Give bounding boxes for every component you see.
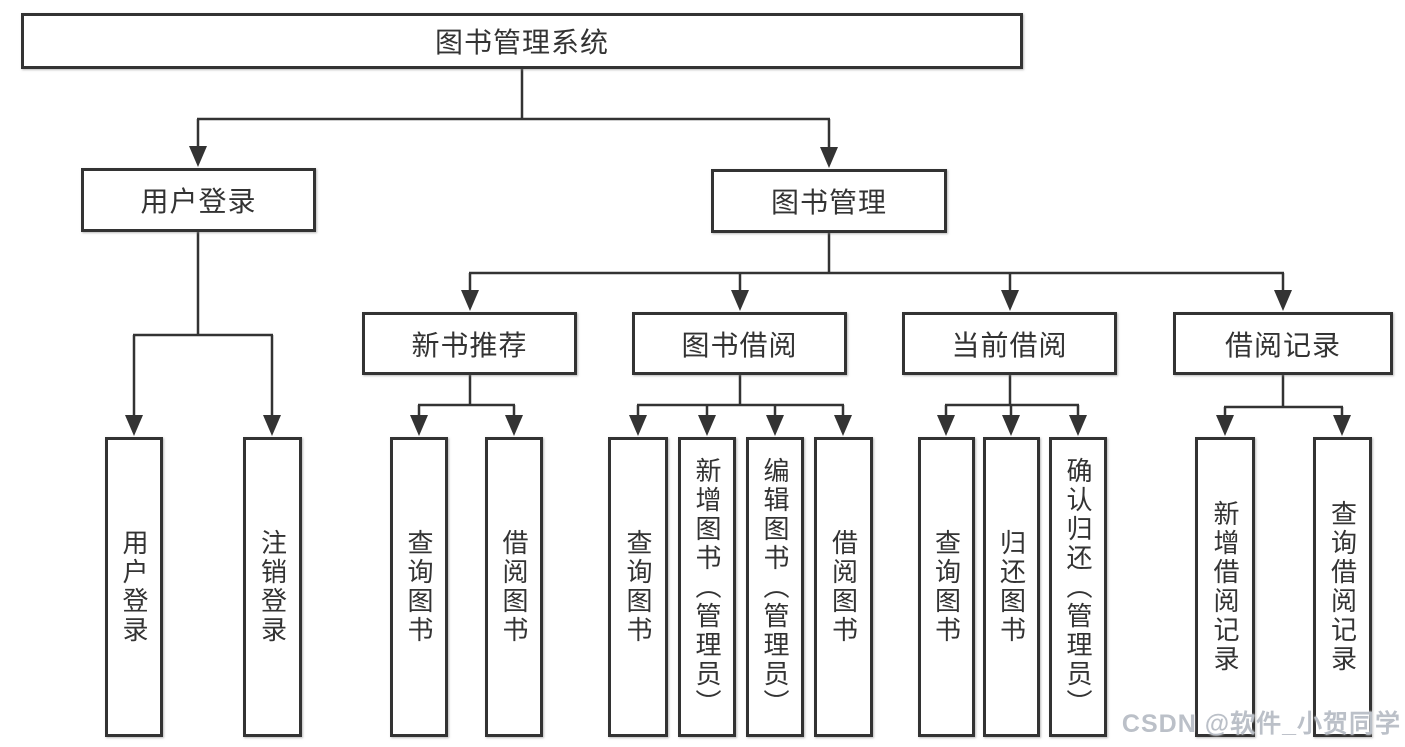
leaf-add-borrow-record-label: 新增借阅记录 bbox=[1210, 500, 1240, 674]
node-user-login: 用户登录 bbox=[81, 168, 316, 232]
leaf-add-borrow-record: 新增借阅记录 bbox=[1195, 437, 1255, 737]
leaf-query-books-borrow-label: 查询图书 bbox=[623, 529, 653, 645]
leaf-add-books-admin: 新增图书（管理员） bbox=[678, 437, 736, 737]
leaf-confirm-return-admin: 确认归还（管理员） bbox=[1049, 437, 1107, 737]
leaf-edit-books-admin: 编辑图书（管理员） bbox=[746, 437, 804, 737]
node-new-book-recommend: 新书推荐 bbox=[362, 312, 577, 375]
leaf-edit-books-admin-label: 编辑图书（管理员） bbox=[760, 456, 790, 718]
leaf-query-books-borrow: 查询图书 bbox=[608, 437, 668, 737]
leaf-query-borrow-record: 查询借阅记录 bbox=[1313, 437, 1372, 737]
leaf-return-books-label: 归还图书 bbox=[996, 529, 1027, 645]
leaf-query-borrow-record-label: 查询借阅记录 bbox=[1327, 500, 1358, 674]
leaf-user-login: 用户登录 bbox=[105, 437, 163, 737]
leaf-logout: 注销登录 bbox=[243, 437, 302, 737]
node-borrow-records: 借阅记录 bbox=[1173, 312, 1393, 375]
leaf-borrow-books: 借阅图书 bbox=[814, 437, 873, 737]
leaf-borrow-books-label: 借阅图书 bbox=[828, 529, 859, 645]
leaf-confirm-return-admin-label: 确认归还（管理员） bbox=[1063, 456, 1093, 718]
watermark: CSDN @软件_小贺同学 bbox=[1121, 710, 1401, 738]
connector-arrowheads bbox=[125, 146, 1351, 436]
leaf-borrow-books-recommend-label: 借阅图书 bbox=[499, 529, 529, 645]
node-current-borrow: 当前借阅 bbox=[902, 312, 1117, 375]
leaf-return-books: 归还图书 bbox=[983, 437, 1040, 737]
node-book-borrow: 图书借阅 bbox=[632, 312, 847, 375]
node-library-system: 图书管理系统 bbox=[21, 13, 1023, 69]
leaf-user-login-label: 用户登录 bbox=[119, 529, 149, 645]
leaf-logout-label: 注销登录 bbox=[257, 529, 288, 645]
leaf-query-books-recommend-label: 查询图书 bbox=[404, 529, 434, 645]
node-book-management: 图书管理 bbox=[711, 169, 947, 233]
leaf-query-books-current-label: 查询图书 bbox=[931, 529, 962, 645]
leaf-borrow-books-recommend: 借阅图书 bbox=[485, 437, 543, 737]
leaf-query-books-recommend: 查询图书 bbox=[390, 437, 448, 737]
leaf-add-books-admin-label: 新增图书（管理员） bbox=[692, 456, 722, 718]
leaf-query-books-current: 查询图书 bbox=[918, 437, 975, 737]
